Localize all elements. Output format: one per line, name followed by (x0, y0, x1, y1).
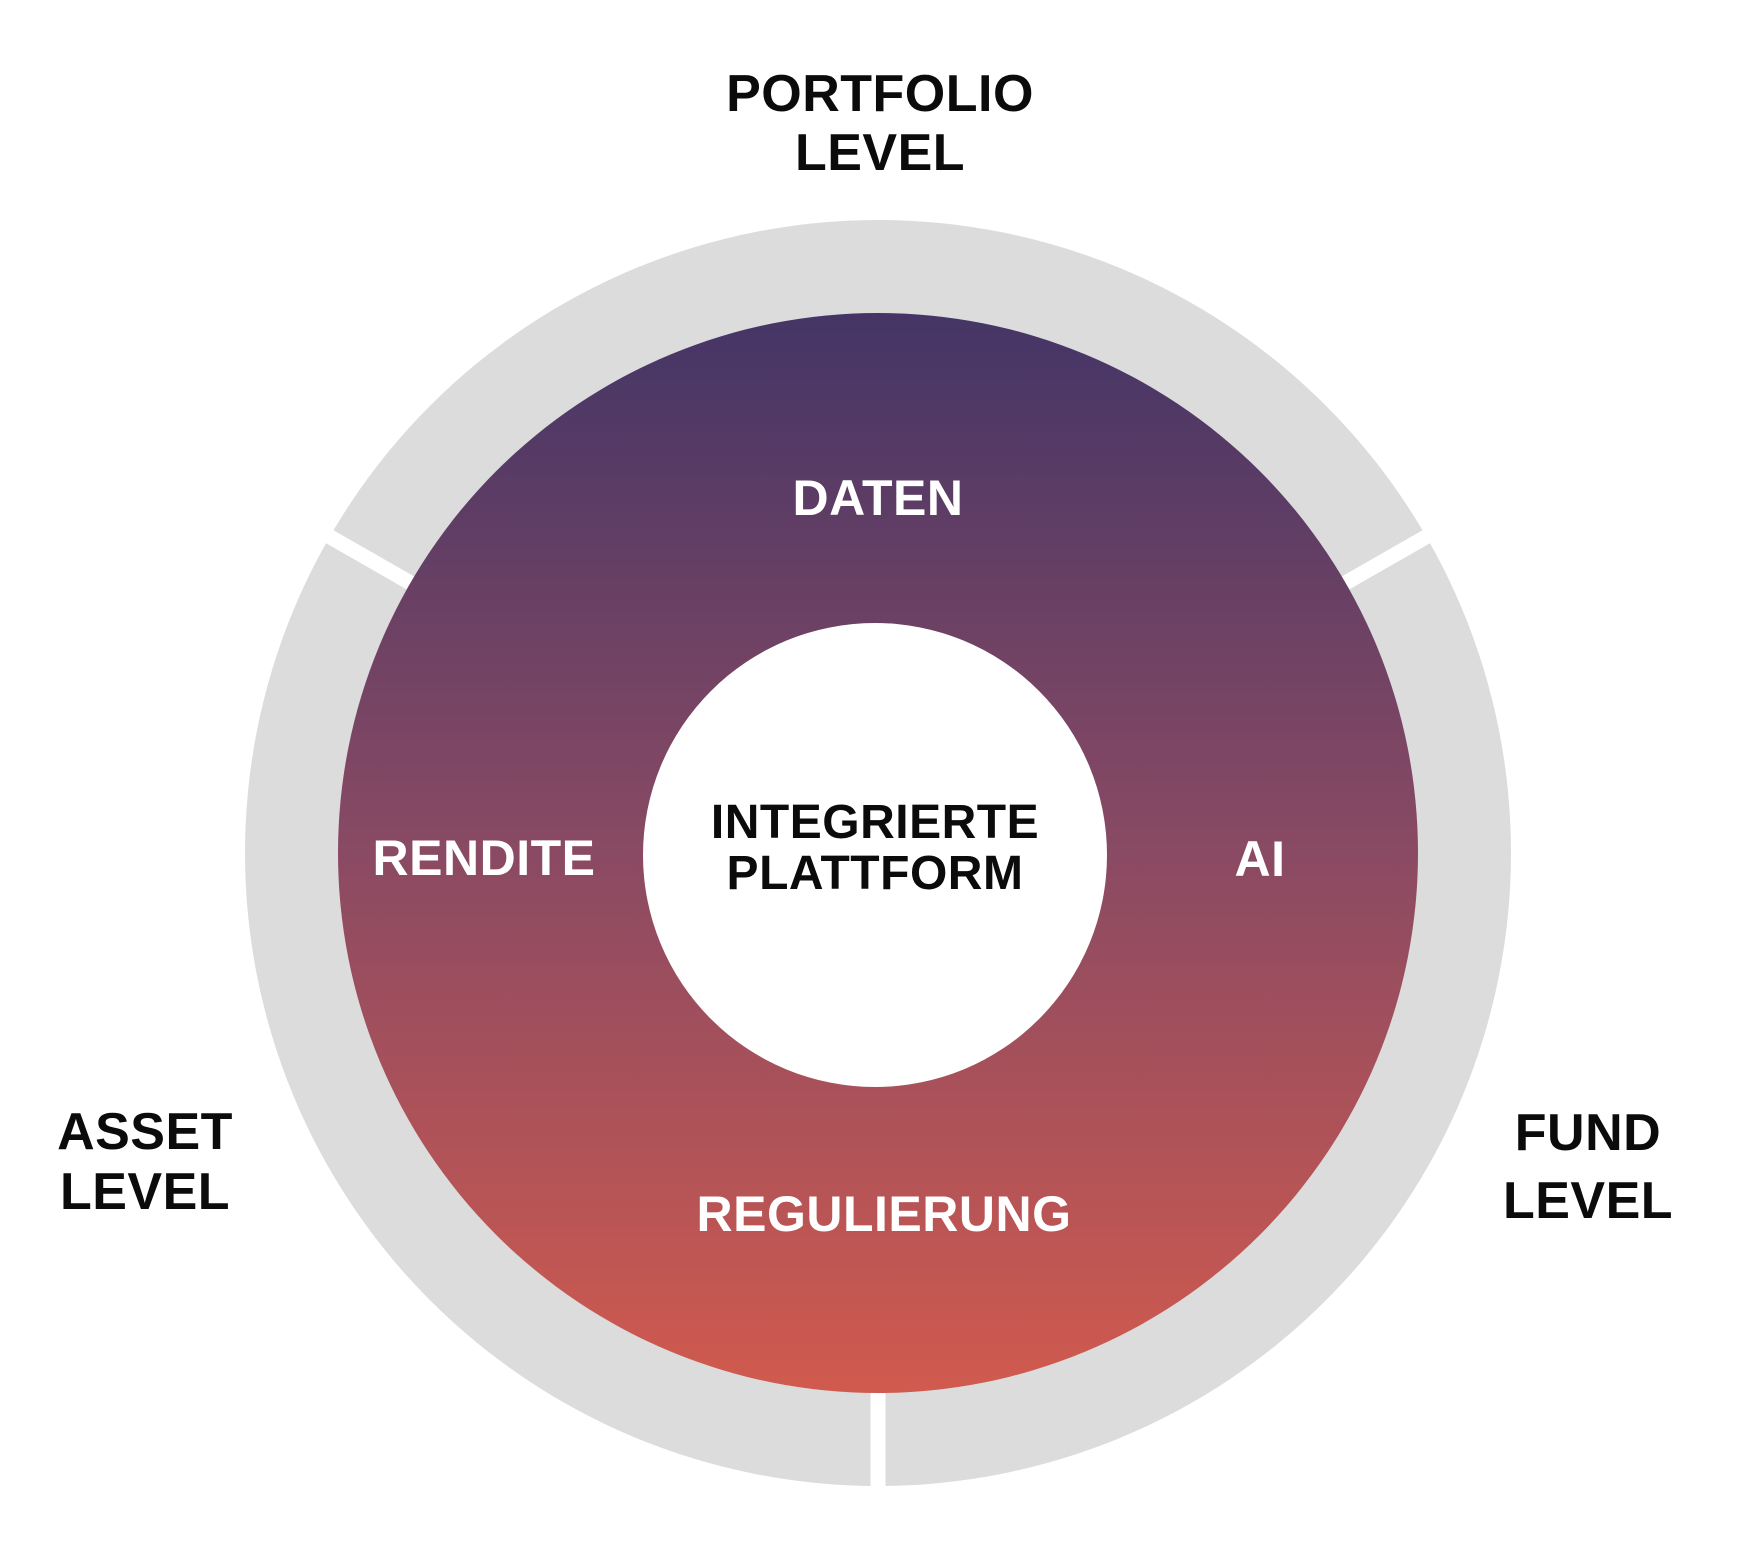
ring-divider-upper-left (314, 523, 432, 600)
ring-label-ai: AI (1235, 831, 1286, 887)
ring-label-regulierung: REGULIERUNG (697, 1186, 1072, 1242)
ring-label-daten: DATEN (792, 470, 963, 526)
center-circle (643, 623, 1107, 1087)
ring-label-rendite: RENDITE (373, 830, 596, 886)
level-label-portfolio: PORTFOLIO LEVEL (726, 65, 1034, 182)
level-label-fund-line1: FUND (1515, 1104, 1661, 1162)
level-label-asset-line2: LEVEL (60, 1163, 230, 1221)
level-label-asset: ASSET LEVEL (57, 1103, 233, 1221)
center-title-line2: PLATTFORM (727, 847, 1024, 900)
level-label-fund-line2: LEVEL (1503, 1172, 1673, 1230)
ring-divider-upper-right (1324, 523, 1442, 600)
level-label-fund: FUND LEVEL (1503, 1104, 1673, 1230)
level-label-asset-line1: ASSET (57, 1103, 233, 1161)
center-title-line1: INTEGRIERTE (711, 796, 1039, 849)
center-title: INTEGRIERTE PLATTFORM (711, 796, 1039, 900)
level-label-portfolio-line2: LEVEL (795, 124, 965, 182)
level-label-portfolio-line1: PORTFOLIO (726, 65, 1034, 123)
